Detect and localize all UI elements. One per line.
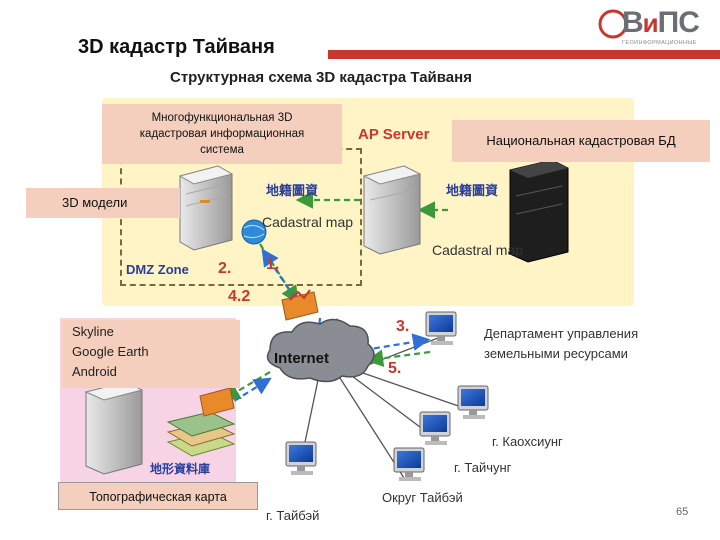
kaohsiung-label: г. Каохсиунг	[492, 434, 563, 449]
land-dept-label-line2: земельными ресурсами	[484, 346, 628, 361]
step-3-label: 3.	[396, 318, 410, 335]
title-accent-bar	[328, 50, 720, 59]
step-5-label: 5.	[388, 360, 402, 377]
monitor-icon	[457, 385, 489, 419]
client-server-icon	[84, 381, 144, 475]
step-4-2-label: 4.2	[228, 288, 251, 305]
land-registry-label: 地籍圖資	[446, 184, 499, 199]
ap-server-label: AP Server	[358, 126, 430, 143]
step-1-label: 1.	[266, 256, 280, 273]
client-apps-box: Skyline Google Earth Android	[62, 320, 240, 388]
land-dept-label-line1: Департамент управления	[484, 326, 639, 341]
logo-tagline: ГЕОИНФОРМАЦИОННЫЕ	[622, 40, 697, 46]
internet-cloud-icon	[266, 318, 375, 383]
client-app-google-earth: Google Earth	[72, 344, 149, 359]
globe-icon	[241, 219, 267, 245]
national-db-label: Национальная кадастровая БД	[452, 120, 710, 162]
taipei-label: г. Тайбэй	[266, 508, 320, 523]
firewall-icon	[281, 289, 319, 321]
topographic-map-label: Топографическая карта	[58, 482, 258, 510]
logo-wordmark: ВиПС	[622, 6, 700, 39]
monitor-icon	[425, 311, 457, 345]
step-2-label: 2.	[218, 260, 232, 277]
3d-models-label: 3D модели	[26, 188, 180, 218]
dmz-zone-label: DMZ Zone	[126, 262, 189, 277]
firewall-icon	[199, 387, 235, 417]
taichung-label: г. Тайчунг	[454, 460, 512, 475]
cadastral-map-label: Cadastral map	[262, 214, 354, 230]
database-server-icon	[509, 159, 569, 263]
logo-ring-icon	[598, 9, 628, 39]
terrain-db-label: 地形資料庫	[150, 462, 211, 476]
cadastral-map-label: Cadastral map	[432, 242, 524, 258]
map-layers-icon	[166, 411, 236, 457]
client-app-android: Android	[72, 364, 117, 379]
land-registry-label: 地籍圖資	[266, 184, 319, 199]
page-number: 65	[676, 506, 689, 518]
monitor-icon	[419, 411, 451, 445]
company-logo: ВиПС ГЕОИНФОРМАЦИОННЫЕ	[598, 6, 710, 48]
ap-server-icon	[362, 165, 422, 255]
client-app-skyline: Skyline	[72, 324, 114, 339]
taipei-county-label: Округ Тайбэй	[382, 490, 463, 505]
monitor-icon	[393, 447, 425, 481]
internet-label: Internet	[274, 350, 330, 367]
page-title: 3D кадастр Тайваня	[78, 36, 275, 58]
diagram-subtitle: Структурная схема 3D кадастра Тайваня	[170, 69, 472, 86]
dmz-server-icon	[178, 165, 234, 251]
monitor-icon	[285, 441, 317, 475]
multifunctional-system-label: Многофункциональная 3D кадастровая инфор…	[102, 104, 342, 164]
